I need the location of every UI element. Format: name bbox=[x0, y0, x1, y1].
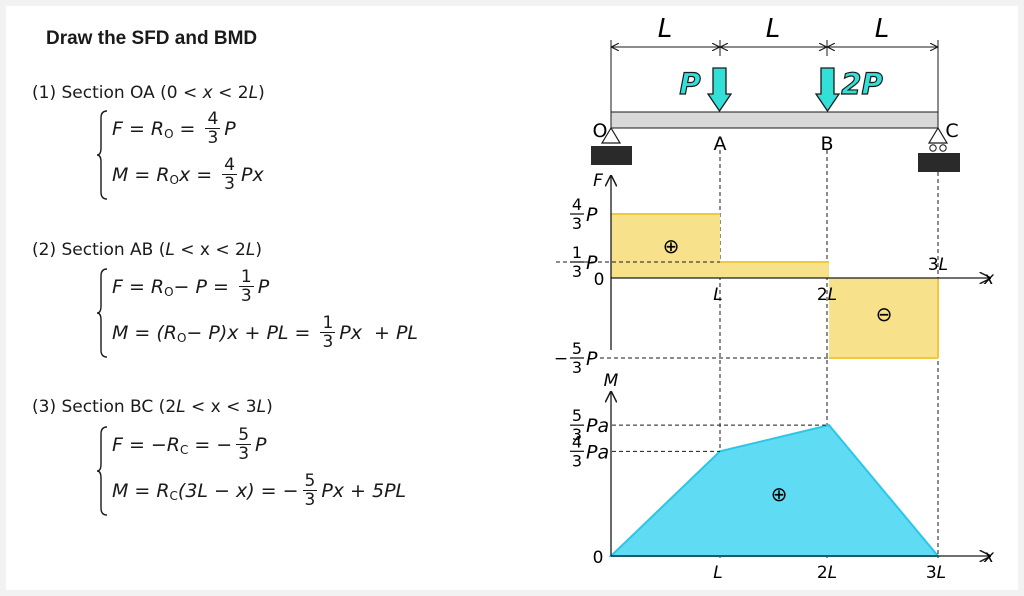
tick-label: 3L bbox=[926, 563, 946, 583]
point-label-o: O bbox=[593, 120, 608, 142]
bmd-tick-labels: L 2L 3L bbox=[713, 563, 946, 583]
brace-icon bbox=[96, 426, 108, 516]
point-label-c: C bbox=[945, 120, 958, 142]
load-label-b: 2P bbox=[841, 67, 882, 101]
heading-text: ) bbox=[258, 83, 265, 103]
sfd-positive-sign: ⊕ bbox=[663, 234, 680, 258]
tick-label: 2L bbox=[817, 285, 837, 305]
label-numerator: 4 bbox=[572, 432, 582, 451]
page-title: Draw the SFD and BMD bbox=[46, 28, 258, 49]
sfd-negative-sign: ⊖ bbox=[876, 302, 893, 326]
bmd-x-axis-label: x bbox=[983, 547, 995, 567]
section-oa-heading: (1) Section OA (0 < x < 2L) bbox=[32, 83, 265, 103]
label-unit: P bbox=[586, 348, 598, 370]
label-denominator: 3 bbox=[572, 451, 582, 470]
label-unit: Pa bbox=[586, 415, 609, 437]
brace-icon bbox=[96, 268, 108, 358]
load-label-a: P bbox=[679, 67, 700, 101]
label-numerator: 5 bbox=[572, 406, 582, 425]
label-numerator: 5 bbox=[572, 339, 582, 358]
label-unit: P bbox=[586, 204, 598, 226]
load-arrow-a bbox=[706, 67, 733, 113]
sfd-bar bbox=[829, 278, 938, 359]
span-dimensions: L L L bbox=[610, 14, 939, 112]
sfd-bar bbox=[720, 262, 829, 278]
label-denominator: 3 bbox=[572, 358, 582, 377]
label-denominator: 3 bbox=[572, 425, 582, 444]
section-ab-heading: (2) Section AB (L < x < 2L) bbox=[32, 240, 262, 260]
label-unit: Pa bbox=[586, 441, 609, 463]
sfd-tick-labels: L 2L 3L bbox=[713, 255, 948, 305]
heading-var: L bbox=[248, 83, 259, 103]
label-numerator: 4 bbox=[572, 195, 582, 214]
label-unit: P bbox=[586, 252, 598, 274]
beam-body bbox=[610, 111, 939, 129]
label-denominator: 3 bbox=[572, 262, 582, 281]
bmd-y-axis-label: M bbox=[604, 371, 619, 391]
label-sign: − bbox=[554, 349, 568, 369]
heading-text: < 2 bbox=[212, 83, 249, 103]
point-label-b: B bbox=[820, 133, 833, 155]
section-bc-heading: (3) Section BC (2L < x < 3L) bbox=[32, 397, 273, 417]
sfd-origin-label: 0 bbox=[594, 270, 605, 290]
heading-text: (1) Section OA (0 < bbox=[32, 83, 203, 103]
sfd-x-axis-label: x bbox=[983, 269, 995, 289]
point-label-a: A bbox=[714, 133, 727, 155]
tick-label: L bbox=[713, 563, 722, 583]
tick-label: 3L bbox=[928, 255, 948, 275]
span-label: L bbox=[875, 14, 890, 44]
heading-var: x bbox=[202, 83, 213, 103]
tick-label: 2L bbox=[817, 563, 837, 583]
label-denominator: 3 bbox=[572, 214, 582, 233]
span-label: L bbox=[766, 14, 781, 44]
roller-support-c bbox=[918, 126, 960, 172]
bmd-value-guides bbox=[612, 424, 829, 452]
tick-label: L bbox=[713, 285, 722, 305]
bmd-origin-label: 0 bbox=[593, 548, 604, 568]
label-numerator: 1 bbox=[572, 243, 582, 262]
span-label: L bbox=[658, 14, 673, 44]
bmd-positive-sign: ⊕ bbox=[771, 482, 788, 506]
load-arrow-b bbox=[814, 67, 841, 113]
sfd-y-axis-label: F bbox=[593, 171, 603, 191]
sfd-value-guides bbox=[556, 261, 829, 359]
brace-icon bbox=[96, 110, 108, 200]
sfd-bars bbox=[611, 213, 939, 360]
pin-support-o bbox=[591, 126, 632, 165]
sfd-bar bbox=[611, 214, 720, 278]
